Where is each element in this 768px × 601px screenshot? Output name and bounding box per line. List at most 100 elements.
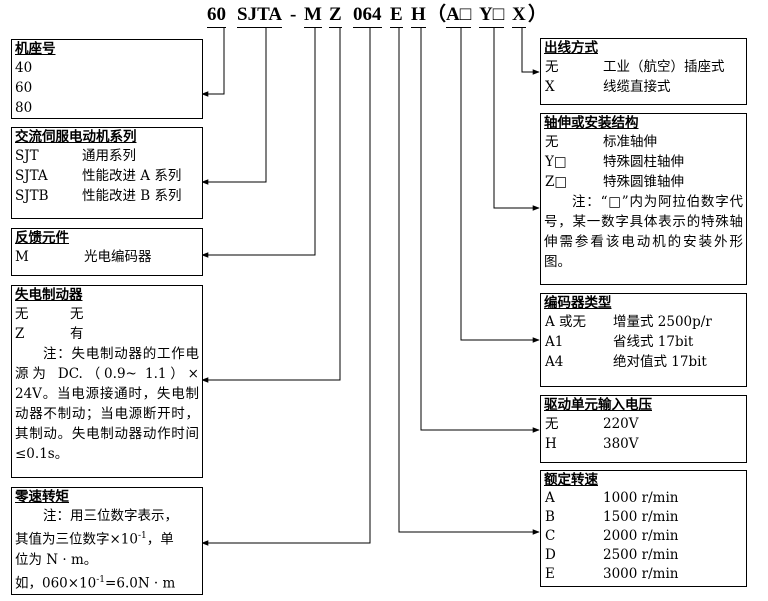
shaft-row: 无 标准轴伸 <box>541 132 746 152</box>
brake-desc: 有 <box>70 326 84 342</box>
encoder-row: A1 省线式 17bit <box>541 332 746 352</box>
speed-code: D <box>545 547 556 563</box>
speed-code: A <box>545 490 555 506</box>
voltage-code: H <box>545 436 557 452</box>
outlet-code: 无 <box>545 59 559 75</box>
encoder-code: A1 <box>545 334 564 350</box>
line-seat <box>201 28 225 97</box>
seat-row: 80 <box>12 98 202 118</box>
code-outlet: X <box>512 4 526 28</box>
encoder-desc: 省线式 17bit <box>613 334 694 350</box>
encoder-desc: 增量式 2500p/r <box>613 314 712 330</box>
outlet-desc: 线缆直接式 <box>603 79 671 95</box>
code-torque: 064 <box>353 4 382 28</box>
seat-title: 机座号 <box>15 41 56 57</box>
series-code: SJTB <box>15 188 49 204</box>
series-row: SJTB 性能改进 B 系列 <box>12 186 202 206</box>
outlet-row: 无 工业（航空）插座式 <box>541 57 746 77</box>
line-encoder <box>460 28 540 343</box>
speed-code: B <box>545 509 555 525</box>
voltage-title: 驱动单元输入电压 <box>544 397 652 413</box>
speed-row: B 1500 r/min <box>541 508 746 527</box>
brake-code: 无 <box>15 306 29 322</box>
torque-note-tail: ，单 <box>146 531 174 548</box>
shaft-code: 无 <box>545 134 559 150</box>
series-row: SJT 通用系列 <box>12 146 202 166</box>
code-series: SJTA <box>237 4 283 28</box>
speed-row: A 1000 r/min <box>541 489 746 508</box>
shaft-desc: 特殊圆锥轴伸 <box>603 174 684 190</box>
code-paren-open: （ <box>427 4 447 25</box>
torque-note-text: =6.0N · m <box>105 575 176 591</box>
seat-row: 60 <box>12 78 202 98</box>
speed-row: E 3000 r/min <box>541 565 746 584</box>
code-shaft: Y□ <box>479 4 505 28</box>
code-brake: Z <box>329 4 342 28</box>
shaft-desc: 特殊圆柱轴伸 <box>603 154 684 170</box>
speed-code: E <box>545 566 555 582</box>
brake-box: 失电制动器 无无 Z 有 注：失电制动器的工作电源为 DC.（0.9~ 1.1）×… <box>11 285 203 478</box>
torque-title: 零速转矩 <box>15 489 69 505</box>
code-encoder: A□ <box>446 4 472 28</box>
line-voltage <box>420 28 540 433</box>
encoder-row: A4 绝对值式 17bit <box>541 352 746 372</box>
series-desc: 性能改进 B 系列 <box>82 188 182 204</box>
outlet-desc: 工业（航空）插座式 <box>603 59 725 75</box>
speed-desc: 3000 r/min <box>603 566 679 582</box>
encoder-title: 编码器类型 <box>544 295 612 311</box>
code-feedback: M <box>304 4 322 28</box>
line-brake <box>201 28 341 383</box>
torque-box: 零速转矩 注：用三位数字表示， 其值为三位数字×10-1，单 位为 N · m。… <box>11 487 203 595</box>
speed-desc: 1500 r/min <box>603 509 679 525</box>
seat-row: 40 <box>12 58 202 78</box>
torque-note-line: 注：用三位数字表示， <box>43 508 178 524</box>
shaft-box: 轴伸或安装结构 无标准轴伸 Y□特殊圆柱轴伸 Z□特殊圆锥轴伸 注：“□”内为阿… <box>540 113 747 285</box>
brake-code: Z <box>15 326 25 342</box>
shaft-desc: 标准轴伸 <box>603 134 657 150</box>
code-speed: E <box>390 4 403 28</box>
shaft-row: Y□特殊圆柱轴伸 <box>541 152 746 172</box>
shaft-title: 轴伸或安装结构 <box>544 115 639 131</box>
seat-box: 机座号 40 60 80 <box>11 39 203 119</box>
line-outlet <box>521 28 540 75</box>
code-voltage: H <box>411 4 426 28</box>
model-code: 60 SJTA - M Z 064 E H （ A□ Y□ X ） <box>0 4 768 28</box>
feedback-title: 反馈元件 <box>15 230 69 246</box>
series-desc: 性能改进 A 系列 <box>82 168 182 184</box>
code-paren-close: ） <box>528 4 548 25</box>
brake-row: 无无 <box>12 304 202 324</box>
speed-code: C <box>545 528 556 544</box>
torque-note-line: 如，060×10-1=6.0N · m <box>15 570 199 594</box>
code-seat: 60 <box>207 4 226 28</box>
encoder-row: A 或无增量式 2500p/r <box>541 312 746 332</box>
torque-note-text: 其值为三位数字×10 <box>15 531 138 548</box>
encoder-code: A4 <box>545 354 564 370</box>
speed-desc: 1000 r/min <box>603 490 679 506</box>
encoder-desc: 绝对值式 17bit <box>613 354 707 370</box>
series-desc: 通用系列 <box>82 148 136 164</box>
line-torque <box>201 28 371 546</box>
shaft-row: Z□特殊圆锥轴伸 <box>541 172 746 192</box>
brake-note: 注：失电制动器的工作电源为 DC.（0.9~ 1.1）× 24V。当电源接通时，… <box>15 346 199 462</box>
line-speed <box>398 28 540 535</box>
torque-note: 注：用三位数字表示， 其值为三位数字×10-1，单 位为 N · m。 如，06… <box>12 506 202 593</box>
series-code: SJTA <box>15 168 48 184</box>
series-row: SJTA 性能改进 A 系列 <box>12 166 202 186</box>
torque-note-text: 如，060×10 <box>15 575 97 591</box>
series-code: SJT <box>15 148 39 164</box>
torque-superscript: -1 <box>138 531 147 541</box>
code-dash: - <box>290 4 297 25</box>
seat-code: 60 <box>15 80 33 96</box>
brake-title: 失电制动器 <box>15 287 83 303</box>
